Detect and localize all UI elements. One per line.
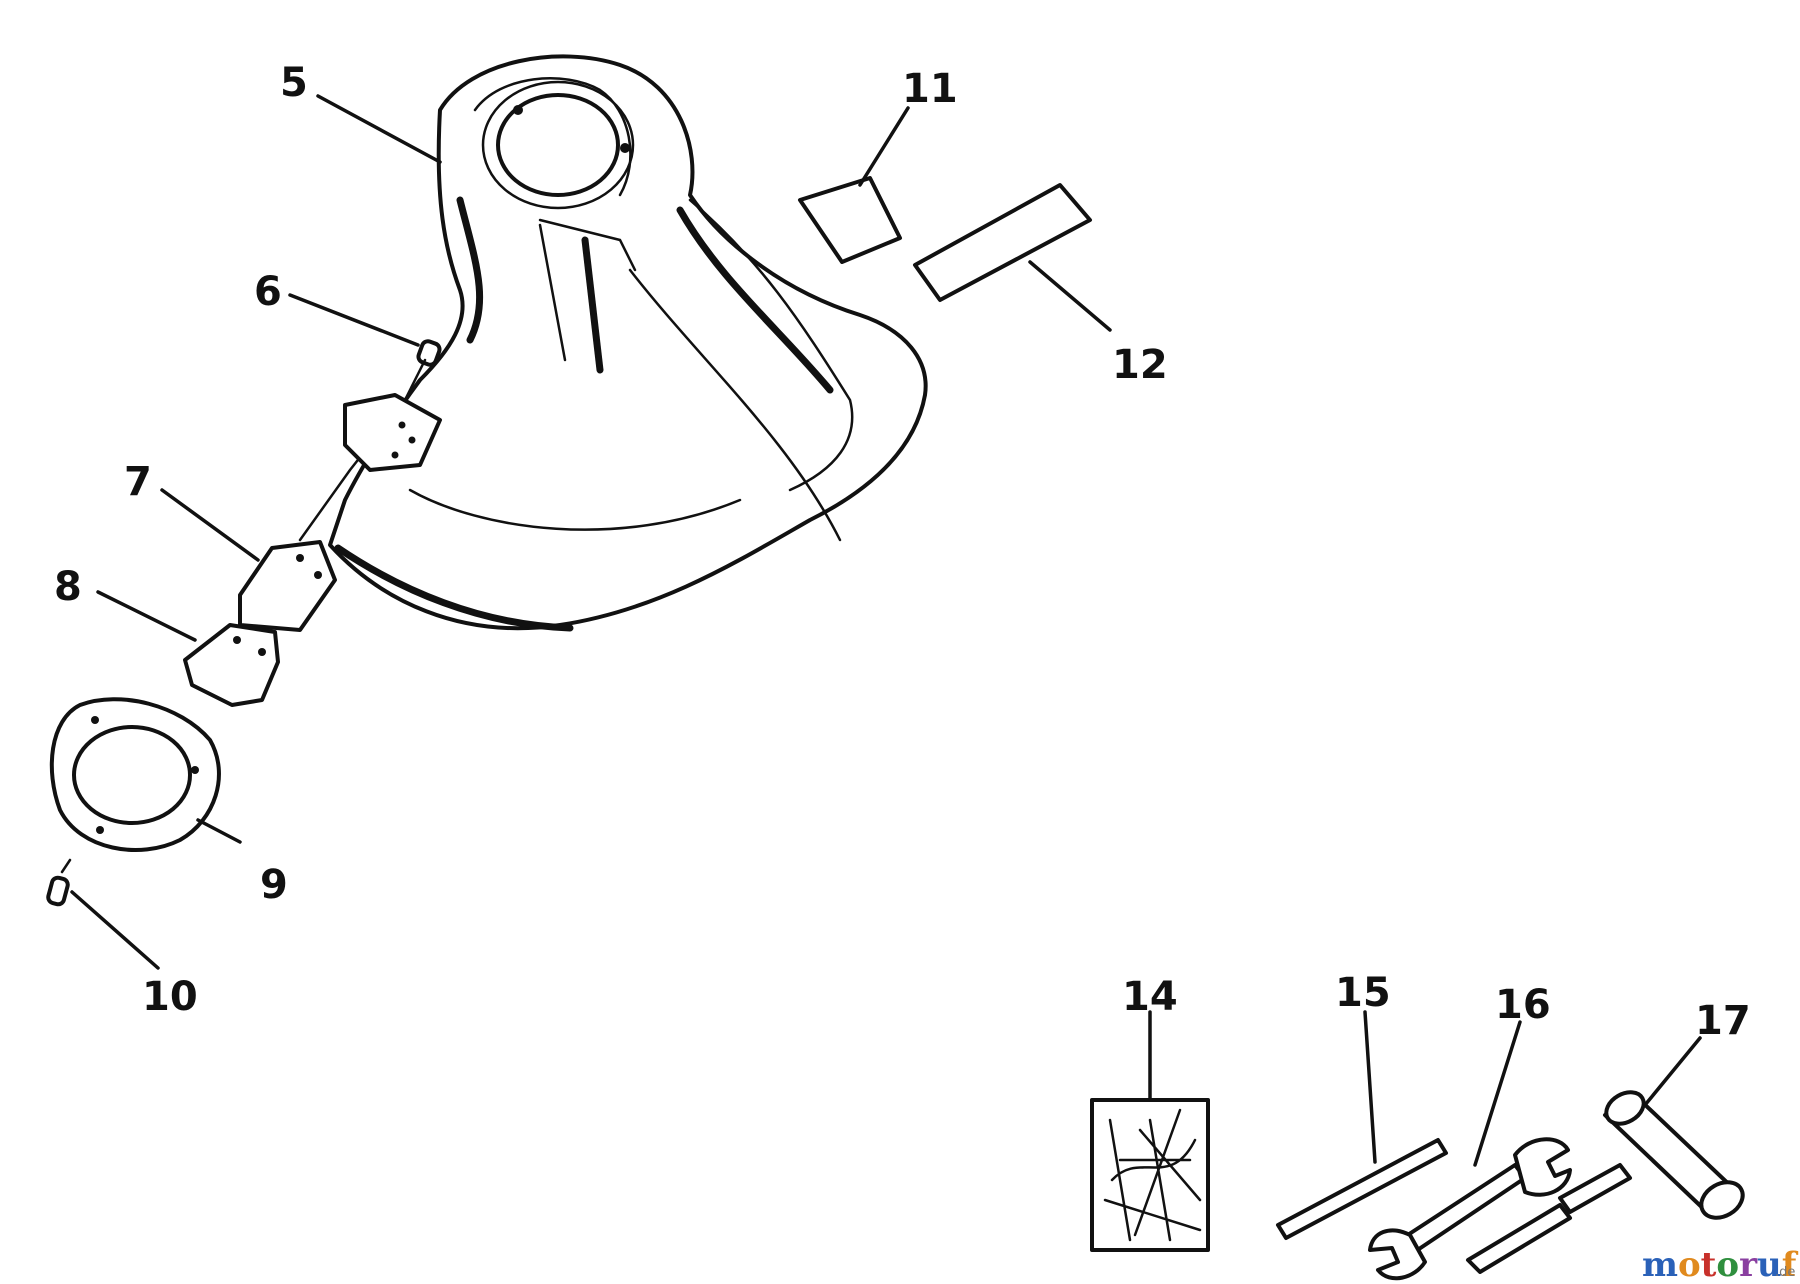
part-label-9: 9 — [260, 862, 288, 908]
part-label-7: 7 — [124, 459, 152, 505]
screw-part-10 — [46, 858, 72, 907]
part-label-11: 11 — [902, 66, 958, 112]
part-label-15: 15 — [1335, 970, 1391, 1016]
plate-part-7 — [238, 540, 337, 632]
watermark-text: motoruf — [1642, 1245, 1799, 1284]
part-label-17: 17 — [1695, 998, 1751, 1044]
leader-lines — [70, 94, 1702, 1167]
part-labels: 5 6 7 8 9 10 11 12 14 15 16 17 — [54, 60, 1751, 1044]
label-part-11 — [798, 176, 902, 264]
watermark-letter: u — [1757, 1245, 1782, 1284]
box-spanner-part-17 — [1466, 1090, 1745, 1274]
part-label-12: 12 — [1112, 342, 1168, 388]
watermark-letter: o — [1678, 1245, 1701, 1284]
watermark-letter: f — [1782, 1245, 1799, 1284]
guard-shield-part-5 — [328, 54, 928, 632]
part-label-8: 8 — [54, 564, 82, 610]
part-label-6: 6 — [254, 269, 282, 315]
part-label-5: 5 — [280, 60, 308, 106]
tool-bag-part-14 — [1090, 1098, 1210, 1252]
watermark-letter: t — [1701, 1245, 1717, 1284]
part-label-10: 10 — [142, 974, 198, 1020]
watermark-letter: o — [1716, 1245, 1739, 1284]
wrench-part-16 — [1368, 1137, 1572, 1281]
watermark-suffix: .de — [1775, 1265, 1795, 1280]
part-label-14: 14 — [1122, 974, 1178, 1020]
watermark-logo: motoruf .de — [1642, 1245, 1799, 1284]
mount-bracket — [343, 393, 442, 472]
part-label-16: 16 — [1495, 982, 1551, 1028]
watermark-letter: r — [1739, 1245, 1758, 1284]
flange-part-9 — [49, 697, 221, 852]
gasket-part-8 — [183, 623, 280, 707]
rod-part-15 — [1276, 1138, 1448, 1240]
label-part-12 — [913, 183, 1092, 302]
watermark-letter: m — [1642, 1245, 1678, 1284]
